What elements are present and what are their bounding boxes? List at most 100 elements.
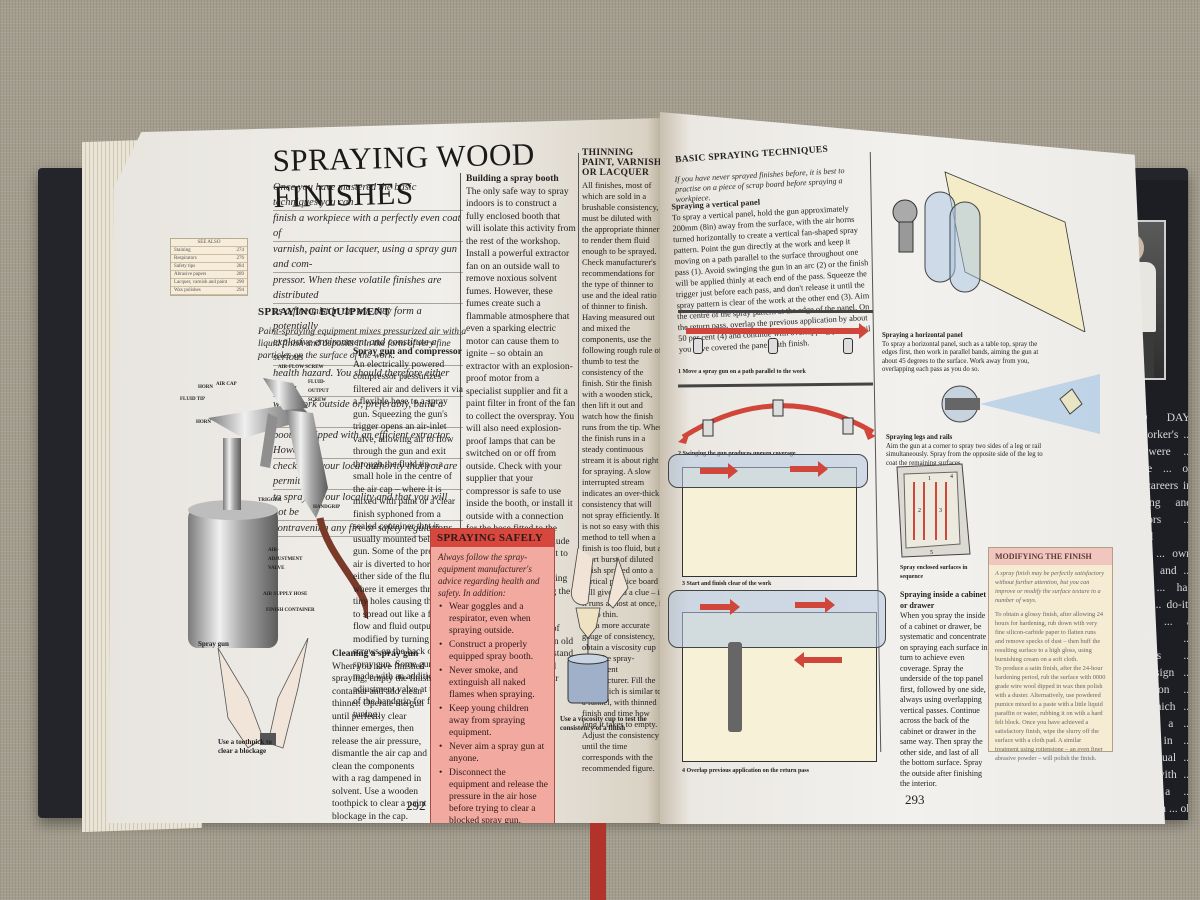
- label-trigger: TRIGGER: [258, 498, 282, 503]
- safety-item: Never aim a spray gun at anyone.: [439, 741, 548, 765]
- horizontal-panel-illustration: [892, 171, 1086, 332]
- viscosity-cup-illustration: [567, 548, 629, 704]
- toothpick-caption: Use a toothpick to clear a blockage: [218, 738, 272, 755]
- safety-item: Keep young children away from spraying e…: [439, 703, 548, 739]
- modifying-finish-text: A spray finish may be perfectly satisfac…: [989, 565, 1112, 767]
- label-air-flow-screw: AIR-FLOW SCREW: [278, 365, 324, 370]
- spray-path-cylinder: [668, 454, 868, 488]
- legs-rails-section: Spraying legs and rails Aim the gun at a…: [886, 434, 1046, 468]
- see-also-item: Abrasive papers: [174, 272, 207, 277]
- section-heading-techniques: BASIC SPRAYING TECHNIQUES: [674, 144, 829, 166]
- arrow-right-icon: [795, 597, 835, 613]
- safety-item: Disconnect the equipment and release the…: [439, 767, 548, 823]
- modifying-lead: A spray finish may be perfectly satisfac…: [995, 570, 1105, 604]
- diagram-1-parallel-path: [678, 310, 873, 370]
- arrow-right-icon: [700, 599, 740, 615]
- cabinet-section: Spraying inside a cabinet or drawer When…: [900, 590, 990, 790]
- see-also-page: 276: [236, 256, 245, 261]
- intro-line: check with your local authority that you…: [273, 459, 463, 490]
- svg-text:2: 2: [918, 508, 921, 514]
- safety-list: Wear goggles and a respirator, even when…: [431, 601, 554, 823]
- arrow-right-icon: [686, 323, 869, 339]
- diagram-2-swinging-arc: [678, 382, 876, 444]
- see-also-item: Wax polishes: [174, 288, 201, 293]
- intro-line: finish a workpiece with a perfectly even…: [273, 211, 463, 242]
- see-also-item: Staining: [174, 248, 191, 253]
- see-also-page: 289: [236, 272, 245, 277]
- spraying-safely-heading: SPRAYING SAFELY: [431, 529, 554, 547]
- see-also-page: 294: [236, 288, 245, 293]
- label-fluid-output-screw: FLUID-OUTPUT SCREW: [308, 380, 329, 403]
- page-293: BASIC SPRAYING TECHNIQUES If you have ne…: [660, 112, 1165, 824]
- label-horn-lower: HORN: [196, 420, 211, 425]
- label-fluid-tip: FLUID TIP: [180, 397, 206, 402]
- ribbon-bookmark[interactable]: [590, 820, 606, 900]
- see-also-item: Lacquer, varnish and paint: [174, 280, 228, 285]
- intro-line: explosive environment and constitute a s…: [273, 335, 463, 366]
- spraying-safely-lead: Always follow the spray-equipment manufa…: [438, 552, 540, 598]
- body-text: Aim the gun at a corner to spray two sid…: [886, 442, 1043, 467]
- safety-item: Never smoke, and extinguish all naked fl…: [439, 665, 548, 701]
- spray-gun-top-view: [728, 642, 742, 732]
- body-text: All finishes, most of which are sold in …: [582, 180, 660, 311]
- svg-text:1: 1: [928, 476, 931, 482]
- cleaning-hands-illustration: [217, 638, 309, 749]
- safety-item: Construct a properly equipped spray boot…: [439, 639, 548, 663]
- arrow-left-icon: [794, 652, 842, 668]
- equipment-intro: Paint-spraying equipment mixes pressuriz…: [258, 327, 467, 361]
- safety-item: Wear goggles and a respirator, even when…: [439, 601, 548, 637]
- svg-text:4: 4: [950, 474, 953, 480]
- svg-text:3: 3: [939, 508, 942, 514]
- cabinet-sequence-illustration: 1 2 3 4 5: [896, 463, 971, 558]
- label-finish-container: FINISH CONTAINER: [266, 608, 315, 613]
- intro-line: booth equipped with an efficient extract…: [273, 428, 463, 459]
- column-divider: [578, 153, 579, 573]
- viscosity-caption: Use a viscosity cup to test the consiste…: [560, 715, 647, 732]
- svg-text:5: 5: [930, 550, 933, 556]
- page-number-left: 292: [406, 798, 426, 813]
- spray-path-cylinder: [668, 590, 886, 648]
- see-also-page: 274: [236, 248, 245, 253]
- section-heading-equipment: SPRAYING EQUIPMENT: [258, 306, 391, 318]
- section-heading-thinning: THINNING PAINT, VARNISH OR LACQUER: [582, 148, 662, 178]
- intro-paragraph: Once you have mastered the basic techniq…: [273, 180, 463, 537]
- intro-line: as a fine mist in the air, they form a p…: [273, 304, 463, 335]
- intro-line: pressor. When these volatile finishes ar…: [273, 273, 463, 304]
- body-text: To obtain a glossy finish, after allowin…: [995, 611, 1103, 663]
- subheading: Building a spray booth: [466, 174, 559, 184]
- diagram-caption-1: 1 Move a spray gun on a path parallel to…: [678, 369, 806, 375]
- cleaning-section: Cleaning a spray gun When you have finis…: [332, 648, 432, 823]
- page-number-right: 293: [905, 792, 925, 807]
- subheading: Spraying inside a cabinet or drawer: [900, 590, 987, 610]
- legs-rails-illustration: [941, 374, 1100, 434]
- intro-line: contravening any fire or safety regulati…: [273, 521, 463, 537]
- horizontal-panel-section: Spraying a horizontal panel To spray a h…: [882, 332, 1042, 375]
- intro-line: Once you have mastered the basic techniq…: [273, 180, 463, 211]
- modifying-finish-box: MODIFYING THE FINISH A spray finish may …: [988, 547, 1113, 762]
- subheading: Spraying legs and rails: [886, 434, 953, 441]
- intro-line: to spray in your locality and that you w…: [273, 490, 463, 521]
- subheading: Spraying a horizontal panel: [882, 332, 963, 339]
- label-air-adjustment-valve: AIR-ADJUSTMENT VALVE: [268, 548, 303, 571]
- see-also-page: 290: [236, 280, 245, 285]
- label-horn: HORN: [198, 385, 213, 390]
- intro-line: varnish, paint or lacquer, using a spray…: [273, 242, 463, 273]
- body-text: To spray a horizontal panel, such as a t…: [882, 340, 1039, 374]
- spray-gun-caption: Spray gun: [198, 640, 229, 648]
- label-air-supply-hose: AIR SUPPLY HOSE: [263, 592, 308, 597]
- arrow-right-icon: [790, 461, 828, 477]
- body-text: When you spray the inside of a cabinet o…: [900, 611, 988, 788]
- body-text: To produce a satin finish, after the 24-…: [995, 665, 1106, 762]
- subheading: Cleaning a spray gun: [332, 649, 419, 659]
- spray-gun-compressor-section: Spray gun and compressor An electrically…: [353, 346, 465, 721]
- see-also-item: Safety tips: [174, 264, 196, 269]
- modifying-finish-heading: MODIFYING THE FINISH: [989, 548, 1112, 565]
- label-air-cap: AIR CAP: [216, 382, 237, 387]
- column-divider: [460, 173, 461, 573]
- see-also-heading: SEE ALSO: [197, 240, 221, 245]
- see-also-page: 284: [236, 264, 245, 269]
- label-handgrip: HANDGRIP: [313, 505, 341, 510]
- enclosed-caption: Spray enclosed surfaces in sequence: [900, 565, 968, 580]
